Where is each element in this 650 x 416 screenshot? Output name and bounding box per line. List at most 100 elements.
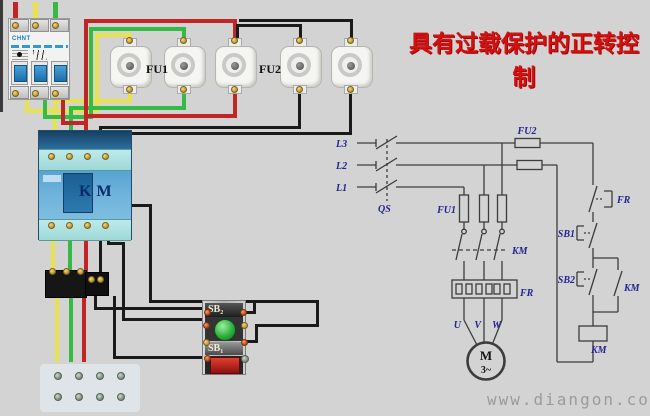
- terminal-screw: [347, 86, 354, 93]
- wire-segment: [68, 230, 72, 274]
- terminal-screw: [126, 37, 133, 44]
- terminal-screw: [32, 90, 39, 97]
- schematic-label-v: V: [474, 320, 482, 331]
- wire-segment: [239, 19, 353, 22]
- wire-segment: [53, 2, 58, 21]
- schematic-label-fr-contact: FR: [616, 195, 631, 206]
- wire-segment: [182, 88, 186, 109]
- terminal-screw: [117, 393, 125, 401]
- wire-segment: [350, 22, 353, 41]
- terminal-screw: [203, 339, 210, 346]
- terminal-screw: [240, 309, 247, 316]
- wire-segment: [94, 296, 97, 309]
- terminal-screw: [63, 268, 70, 275]
- terminal-screw: [102, 153, 109, 160]
- terminal-screw: [96, 372, 104, 380]
- pushbutton-station: SB₂ SB₁: [202, 300, 246, 375]
- schematic: L3 L2 L1 QS FU1 FU2 KM FR FR SB1 SB2 KM …: [335, 126, 641, 381]
- schematic-line: [592, 248, 618, 259]
- terminal-screw: [241, 322, 248, 329]
- terminal-screw: [204, 355, 211, 362]
- wire-segment: [298, 88, 301, 128]
- schematic-label-l2: L2: [335, 161, 347, 172]
- terminal-screw: [66, 153, 73, 160]
- start-button-label: SB₂: [205, 303, 243, 317]
- terminal-screw: [203, 322, 210, 329]
- schematic-line: [466, 341, 506, 381]
- contactor-label: KM: [79, 183, 117, 200]
- schematic-label-km-coil: KM: [590, 345, 608, 356]
- wire-segment: [131, 204, 152, 207]
- terminal-screw: [241, 355, 249, 363]
- fuse-part: [296, 62, 304, 70]
- terminal-screw: [117, 372, 125, 380]
- schematic-line: [455, 283, 463, 295]
- schematic-label-km-aux: KM: [623, 283, 641, 294]
- terminal-screw: [54, 393, 62, 401]
- wire-segment: [55, 294, 59, 362]
- stop-button-cap: [210, 357, 240, 374]
- wire-segment: [246, 311, 256, 314]
- wire-segment: [84, 19, 237, 23]
- terminal-screw: [180, 37, 187, 44]
- fuse-part: [180, 62, 188, 70]
- wire-segment: [349, 88, 352, 134]
- schematic-line: [514, 137, 541, 149]
- schematic-line: [455, 233, 501, 261]
- fuse-part: [347, 62, 355, 70]
- fuse-part: [338, 53, 362, 77]
- wire-segment: [69, 294, 73, 362]
- breaker-toggle: [31, 61, 48, 85]
- wire-segment: [107, 242, 125, 245]
- wire-segment: [61, 121, 88, 125]
- schematic-line: [578, 325, 608, 342]
- terminal-screw: [88, 276, 95, 283]
- wire-segment: [84, 19, 88, 152]
- schematic-line: [463, 298, 503, 320]
- terminal-screw: [96, 393, 104, 401]
- contactor-top-band: [39, 131, 131, 149]
- terminal-screw: [48, 222, 55, 229]
- wire-segment: [107, 132, 352, 135]
- start-button: [205, 317, 243, 341]
- wire-segment: [43, 115, 93, 119]
- schematic-line: [475, 283, 483, 295]
- breaker-toggle: [51, 61, 68, 85]
- fuse-group1-label: FU1: [146, 62, 168, 76]
- schematic-line: [499, 228, 505, 235]
- breaker-toggle-handle: [14, 65, 27, 82]
- fuse-part: [171, 53, 195, 77]
- wire-segment: [299, 27, 302, 41]
- schematic-label-l1: L1: [335, 183, 347, 194]
- wire-segment: [69, 106, 73, 152]
- terminal-screw: [241, 339, 248, 346]
- schematic-motor-m: M: [480, 348, 492, 363]
- breaker-toggle: [11, 61, 28, 85]
- terminal-screw: [12, 22, 19, 29]
- terminal-screw: [347, 37, 354, 44]
- wire-segment: [25, 100, 29, 113]
- wire-segment: [182, 31, 186, 39]
- wire-segment: [94, 307, 209, 310]
- wire-segment: [53, 99, 57, 152]
- wire-segment: [246, 340, 258, 343]
- circuit-breaker: CHNT: [8, 18, 70, 100]
- schematic-line: [604, 190, 613, 208]
- start-button-cap: [214, 319, 236, 341]
- fuse-part: [126, 62, 134, 70]
- terminal-screw: [12, 90, 19, 97]
- terminal-screw: [54, 372, 62, 380]
- terminal-screw: [52, 22, 59, 29]
- terminal-screw: [49, 268, 56, 275]
- terminal-screw: [32, 22, 39, 29]
- wire-segment: [113, 296, 116, 359]
- wire-segment: [51, 230, 55, 274]
- terminal-screw: [204, 309, 211, 316]
- watermark: www.diangon.com: [487, 390, 650, 409]
- schematic-label-qs: QS: [378, 204, 391, 215]
- schematic-line: [478, 194, 490, 223]
- contactor-body: KM: [39, 171, 131, 221]
- schematic-line: [463, 261, 503, 280]
- schematic-label-l3: L3: [335, 139, 347, 150]
